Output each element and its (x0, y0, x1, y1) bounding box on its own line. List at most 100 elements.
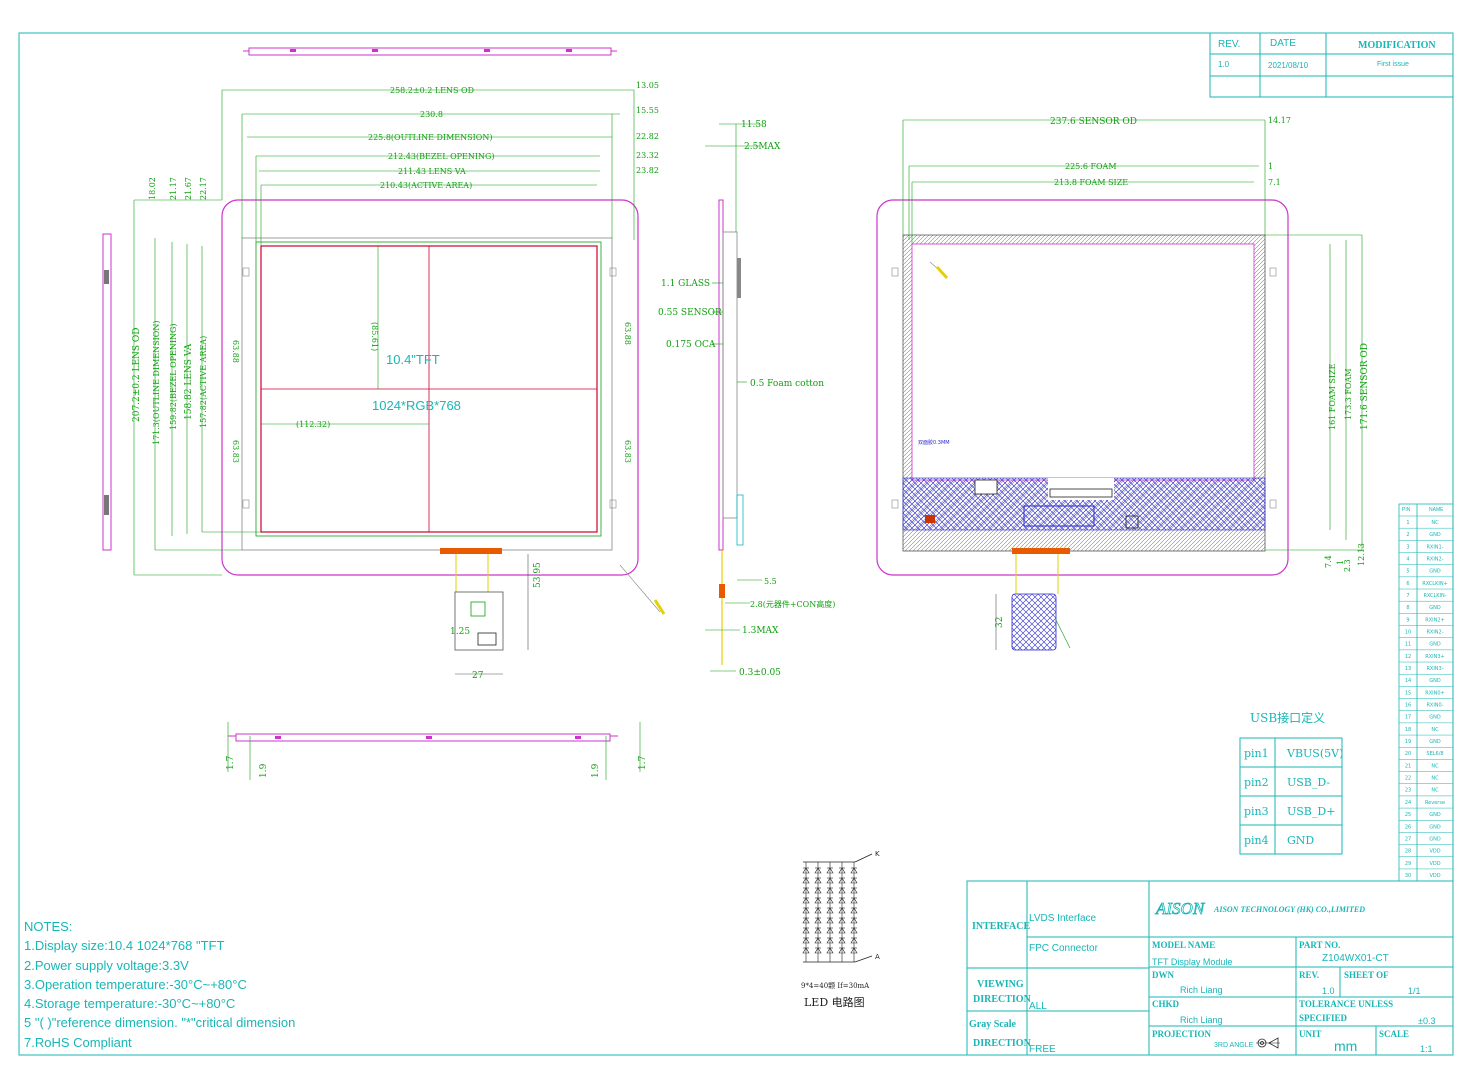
led-diode-icon (802, 897, 810, 904)
led-diode-icon (802, 937, 810, 944)
led-anode: A (875, 953, 880, 961)
gray-value: FREE (1029, 1044, 1056, 1055)
foam-size-height: 161 FOAM SIZE (1328, 363, 1337, 430)
layer-oca: 0.175 OCA (666, 340, 716, 350)
lens-od-height: 207.2±0.2 LENS OD (132, 327, 142, 422)
side-dim-2p8: 2.8(元器件+CON高度) (750, 599, 835, 609)
led-diode-icon (814, 897, 822, 904)
pin-name: NC (1431, 763, 1439, 769)
foam-size-width: 213.8 FOAM SIZE (1054, 178, 1128, 187)
usb-pin-4: pin4 (1244, 834, 1269, 847)
date-value: 2021/08/10 (1268, 61, 1309, 70)
pin-number: 15 (1405, 690, 1411, 696)
pin-number: 3 (1406, 544, 1409, 550)
lens-outline (221, 199, 639, 576)
front-left-dimensions: 207.2±0.2 LENS OD 171.3(OUTLINE DIMENSIO… (132, 177, 261, 576)
led-diode-icon (814, 907, 822, 914)
unit-label: UNIT (1299, 1029, 1322, 1039)
pin-name: GND (1429, 824, 1441, 830)
back-view: 双面胶0.3MM 237.6 SENSOR OD 225.6 FOAM 213.… (876, 116, 1370, 651)
pin-name: GND (1429, 715, 1441, 721)
led-diode-icon (838, 937, 846, 944)
pin-number: 5 (1406, 569, 1409, 575)
lens-va-width: 211.43 LENS VA (398, 167, 466, 176)
back-right-1: 14.17 (1268, 116, 1291, 125)
front-fpc: 53.95 27 1.25 (440, 548, 543, 681)
side-mark-right-bottom: 63.83 (623, 440, 632, 463)
led-diode-icon (850, 887, 858, 894)
viewing-value: ALL (1029, 1001, 1047, 1012)
bottom-dim-r1: 1.9 (591, 763, 601, 778)
led-diode-icon (838, 897, 846, 904)
pin-name: RXIN2- (1426, 557, 1443, 563)
notes-heading: NOTES: (24, 919, 73, 934)
pin-name: VDD (1429, 849, 1440, 855)
revision-table: REV. DATE MODIFICATION 1.0 2021/08/10 Fi… (1209, 32, 1454, 98)
pin-number: 26 (1405, 824, 1411, 830)
active-height: 157.82(ACTIVE AREA) (199, 336, 208, 428)
led-diode-icon (826, 867, 834, 874)
projection-symbol-icon (1256, 1037, 1280, 1049)
led-diode-icon (802, 947, 810, 954)
back-right-3: 7.1 (1268, 178, 1281, 187)
side-dim-2: 2.5MAX (744, 142, 781, 152)
led-diode-icon (838, 907, 846, 914)
panel-type: 10.4"TFT (386, 352, 440, 367)
led-diode-icon (850, 917, 858, 924)
led-diode-icon (826, 947, 834, 954)
sheet-value: 1/1 (1408, 986, 1421, 996)
led-diode-icon (802, 867, 810, 874)
right-offset-5: 23.82 (636, 166, 659, 175)
led-diode-icon (826, 907, 834, 914)
usb-pin-1: pin1 (1244, 747, 1269, 760)
lens-od-width: 258.2±0.2 LENS OD (390, 86, 474, 95)
led-diode-icon (826, 917, 834, 924)
tolerance-label-2: SPECIFIED (1299, 1013, 1348, 1023)
company-name: AISON TECHNOLOGY (HK) CO.,LIMITED (1213, 905, 1365, 914)
back-fpc-height: 32 (995, 617, 1005, 628)
led-diode-icon (826, 927, 834, 934)
bottom-dim-r2: 1.7 (638, 755, 648, 770)
led-diode-icon (838, 867, 846, 874)
pin-number: 29 (1405, 861, 1411, 867)
pin-name: VDD (1429, 873, 1440, 879)
left-offset-1: 18.02 (148, 177, 157, 200)
side-mark-left-bottom: 63.83 (231, 440, 240, 463)
projection-value: 3RD ANGLE (1214, 1042, 1254, 1049)
pin-number: 28 (1405, 849, 1411, 855)
left-offset-4: 22.17 (199, 177, 208, 200)
pin-name: RXCLKIN- (1423, 593, 1446, 599)
led-diode-icon (814, 927, 822, 934)
center-h-dim: (112.32) (296, 420, 330, 429)
pin-number: 18 (1405, 727, 1411, 733)
pin-name: GND (1429, 739, 1441, 745)
pin-number: 13 (1405, 666, 1411, 672)
led-diode-icon (850, 877, 858, 884)
pin-number: 12 (1405, 654, 1411, 660)
scale-label: SCALE (1379, 1029, 1409, 1039)
sensor-od-width: 237.6 SENSOR OD (1050, 117, 1137, 127)
scale-value: 1:1 (1420, 1044, 1433, 1054)
pin-name: NC (1431, 727, 1439, 733)
pin-number: 17 (1405, 715, 1411, 721)
interface-value-1: LVDS Interface (1029, 913, 1097, 924)
gray-label-1: Gray Scale (969, 1019, 1016, 1030)
title-block: INTERFACE LVDS Interface FPC Connector V… (966, 880, 1454, 1056)
back-note: 双面胶0.3MM (918, 439, 950, 446)
pin-name: NC (1431, 520, 1439, 526)
sensor-od-height: 171.6 SENSOR OD (1360, 343, 1370, 430)
modification-value: First issue (1377, 61, 1409, 68)
led-diode-icon (802, 927, 810, 934)
dwn-label: DWN (1152, 970, 1174, 980)
module-outline (241, 237, 613, 551)
outline-width: 225.8(OUTLINE DIMENSION) (368, 133, 492, 142)
date-header: DATE (1270, 38, 1296, 49)
pin-name: GND (1429, 605, 1441, 611)
chkd-label: CHKD (1152, 999, 1180, 1009)
led-diode-icon (838, 917, 846, 924)
rev-value: 1.0 (1218, 60, 1230, 69)
bottom-dim-l1: 1.7 (226, 755, 236, 770)
notes-block: NOTES: 1.Display size:10.4 1024*768 "TFT… (24, 917, 295, 1052)
